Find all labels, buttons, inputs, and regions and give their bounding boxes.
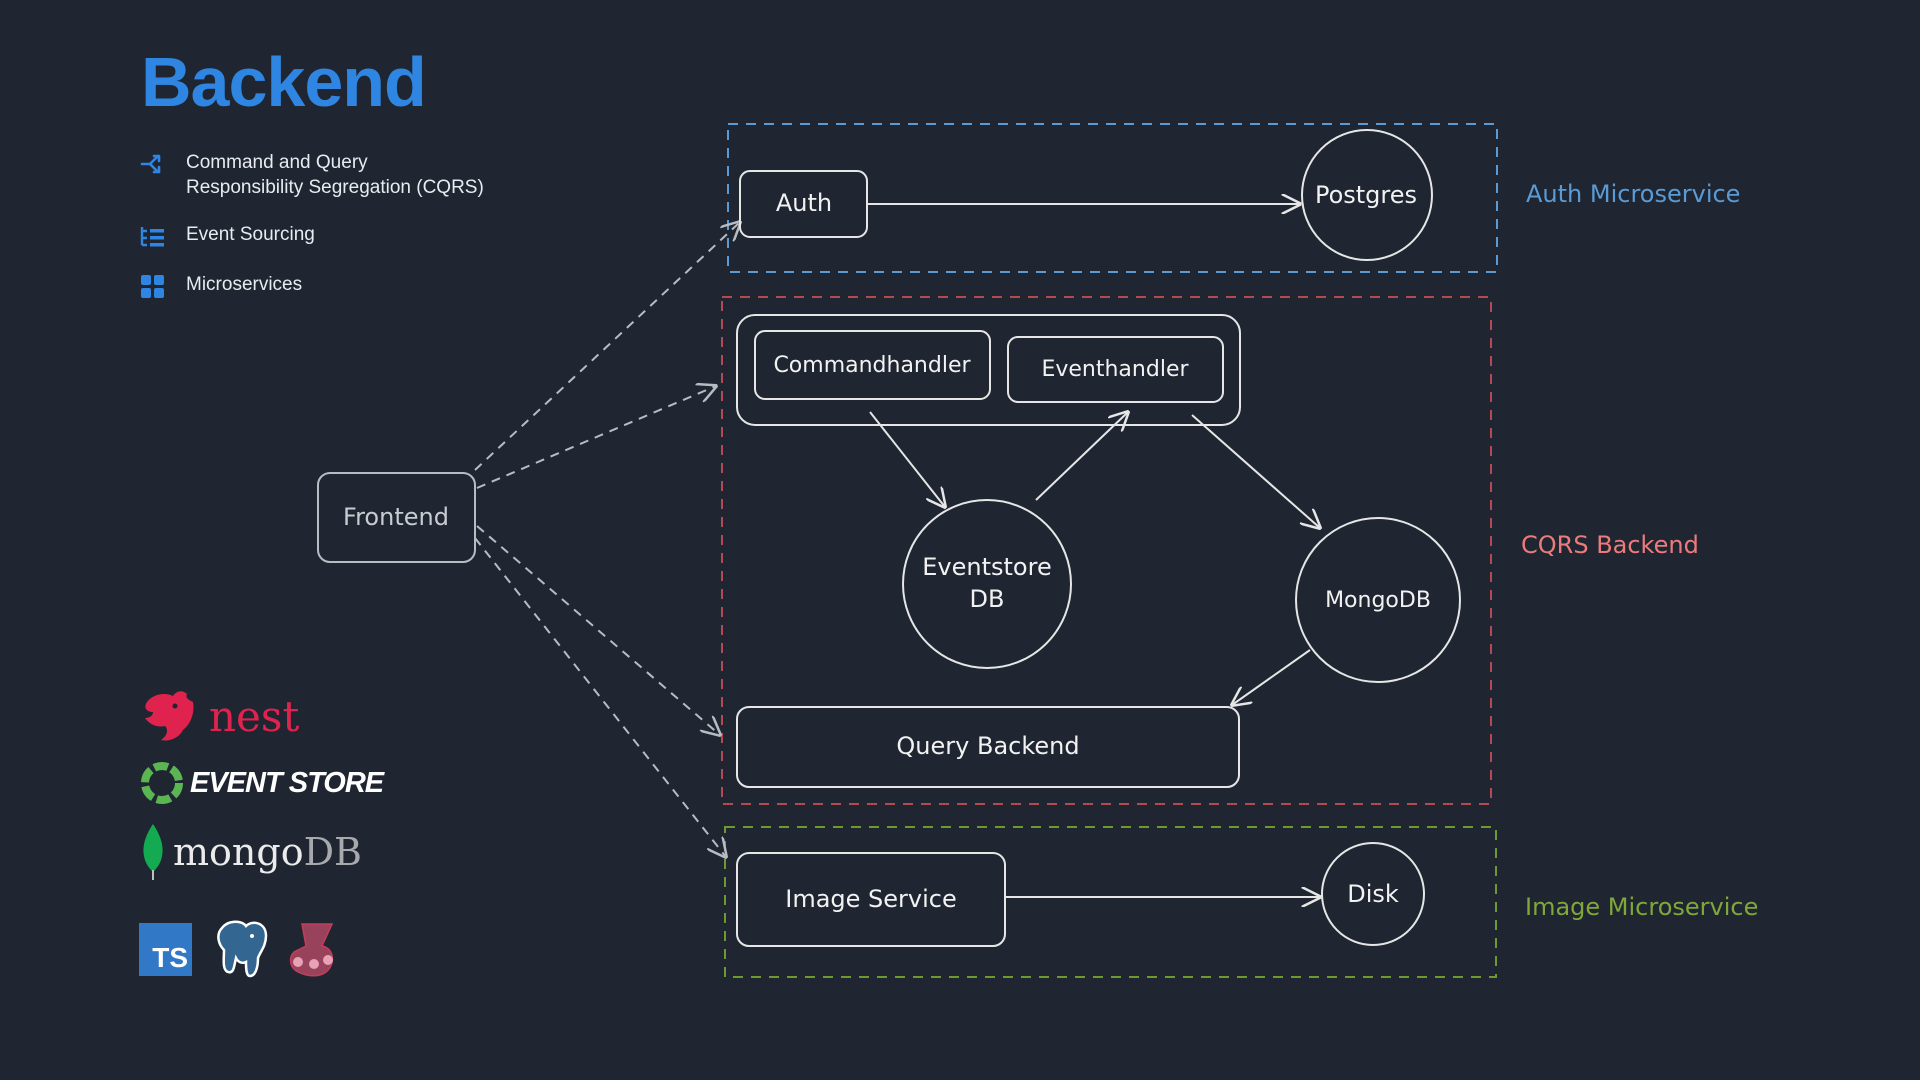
postgres-elephant-icon xyxy=(217,920,268,978)
tool-icons-row: TS xyxy=(139,918,340,980)
handler-container xyxy=(736,314,1241,426)
frontend-to-image-arrow xyxy=(474,537,726,857)
disk-label: Disk xyxy=(1347,880,1399,908)
page-title: Backend xyxy=(141,43,427,121)
frontend-to-cqrs-arrow xyxy=(476,386,716,489)
feature-microservices-label: Microservices xyxy=(186,274,303,295)
image-group-border xyxy=(724,826,1497,978)
feature-event-sourcing: Event Sourcing xyxy=(139,222,559,250)
mongodb-to-query-arrow xyxy=(1232,649,1311,705)
feature-cqrs-line2: Responsibility Segregation (CQRS) xyxy=(186,177,484,198)
mongodb-logo: mongoDB xyxy=(139,822,362,882)
eventstore-wordmark: EVENT STORE xyxy=(190,766,384,799)
disk-node xyxy=(1321,842,1425,946)
mongodb-wordmark: mongoDB xyxy=(173,830,362,874)
auth-group-border xyxy=(727,123,1498,273)
query-backend-label: Query Backend xyxy=(896,732,1079,760)
eventstore-db-label-line1: Eventstore xyxy=(922,553,1051,581)
frontend-node xyxy=(317,472,476,563)
typescript-logo: TS xyxy=(139,922,192,976)
feature-cqrs-line1: Command and Query xyxy=(186,152,368,173)
feature-list: Command and Query Responsibility Segrega… xyxy=(139,150,559,322)
nest-cat-icon xyxy=(145,691,194,741)
frontend-to-auth-arrow xyxy=(474,222,740,471)
query-backend-node xyxy=(736,706,1240,788)
postgres-label: Postgres xyxy=(1315,181,1417,209)
cqrs-group-label: CQRS Backend xyxy=(1521,531,1699,559)
frontend-label: Frontend xyxy=(343,503,449,531)
eventstore-db-label-line2: DB xyxy=(970,585,1005,613)
eventhandler-label: Eventhandler xyxy=(1041,357,1189,382)
mongodb-wordmark-main: mongo xyxy=(173,830,304,874)
cqrs-group-border xyxy=(721,296,1492,805)
grid-icon xyxy=(141,275,164,298)
commandhandler-node xyxy=(754,330,991,400)
feature-microservices: Microservices xyxy=(139,272,559,300)
image-service-label: Image Service xyxy=(785,885,957,913)
feature-event-sourcing-label: Event Sourcing xyxy=(186,224,315,245)
feature-cqrs: Command and Query Responsibility Segrega… xyxy=(139,150,559,200)
commandhandler-to-eventstore-arrow xyxy=(869,411,945,507)
handlers-to-mongodb-arrow xyxy=(1191,414,1320,528)
image-service-node xyxy=(736,852,1006,947)
nest-wordmark: nest xyxy=(209,691,300,741)
mongodb-leaf-icon xyxy=(143,824,163,880)
eventhandler-node xyxy=(1007,336,1224,403)
image-group-label: Image Microservice xyxy=(1525,893,1758,921)
mongodb-node xyxy=(1295,517,1461,683)
jest-icon xyxy=(289,923,334,977)
nest-logo: nest xyxy=(139,688,299,744)
eventstore-ring-icon xyxy=(141,762,183,804)
commandhandler-label: Commandhandler xyxy=(773,353,971,378)
postgres-node xyxy=(1301,129,1433,261)
mongodb-wordmark-suffix: DB xyxy=(303,830,362,874)
eventstore-logo: EVENT STORE xyxy=(139,760,384,806)
auth-label: Auth xyxy=(776,189,832,217)
auth-group-label: Auth Microservice xyxy=(1526,180,1740,208)
eventstore-to-eventhandler-arrow xyxy=(1035,412,1128,501)
branch-arrows-icon xyxy=(140,154,161,174)
mongodb-label: MongoDB xyxy=(1325,588,1431,613)
list-icon xyxy=(140,227,164,247)
eventstore-db-node xyxy=(902,499,1072,669)
frontend-to-query-arrow xyxy=(476,525,720,735)
typescript-badge-label: TS xyxy=(152,941,188,973)
